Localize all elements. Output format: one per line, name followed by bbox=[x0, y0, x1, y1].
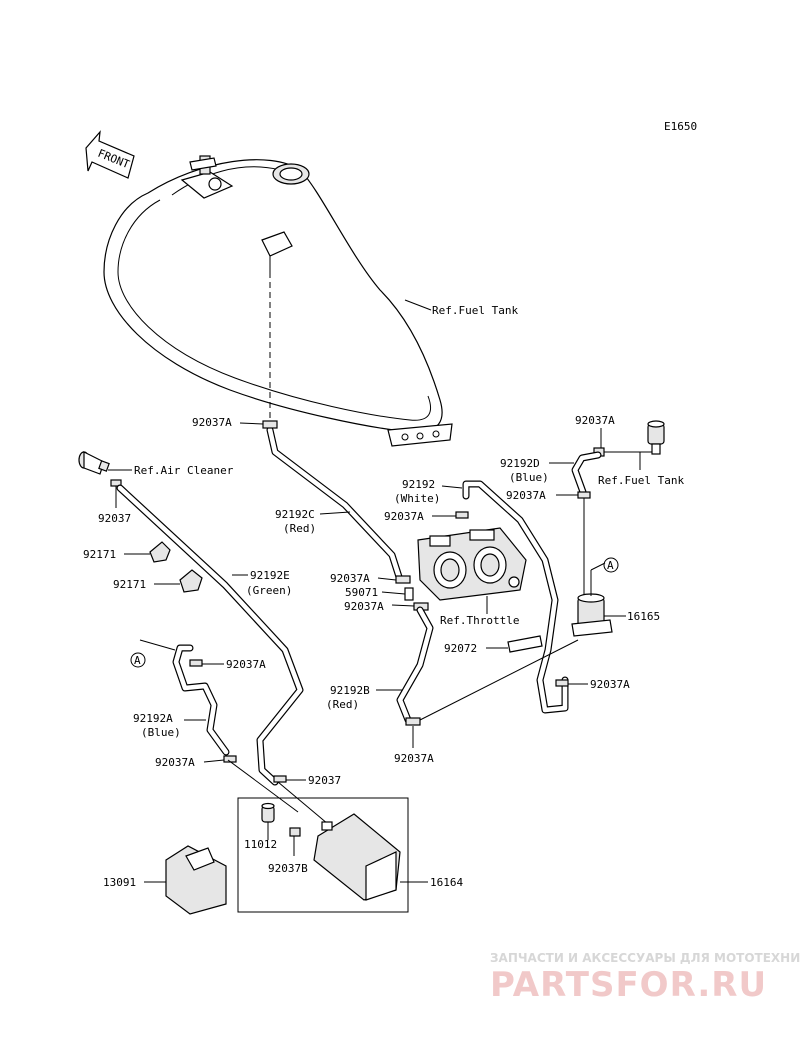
label-92192e: 92192E bbox=[250, 569, 290, 582]
label-92192d-color: (Blue) bbox=[509, 471, 549, 484]
canister-16164 bbox=[313, 813, 401, 901]
throttle-body bbox=[417, 527, 527, 601]
clamp-icon bbox=[395, 575, 411, 584]
label-92037a-1: 92037A bbox=[192, 416, 232, 429]
label-92037a-top: 92037A bbox=[575, 414, 615, 427]
bracket-13091 bbox=[165, 845, 227, 915]
label-92037a-4: 92037A bbox=[344, 600, 384, 613]
separator-16165 bbox=[571, 593, 613, 637]
ref-fuel-tank-label: Ref.Fuel Tank bbox=[432, 304, 518, 317]
clamp-icon bbox=[289, 827, 301, 837]
label-92192e-color: (Green) bbox=[246, 584, 292, 597]
hose-92192a bbox=[172, 644, 230, 756]
label-92037a-6: 92037A bbox=[590, 678, 630, 691]
label-92037a-3: 92037A bbox=[330, 572, 370, 585]
svg-text:A: A bbox=[134, 654, 141, 667]
label-92192a-color: (Blue) bbox=[141, 726, 181, 739]
ref-air-cleaner-label: Ref.Air Cleaner bbox=[134, 464, 234, 477]
label-92192c-color: (Red) bbox=[283, 522, 316, 535]
label-59071: 59071 bbox=[345, 586, 378, 599]
clamp-icon bbox=[262, 420, 278, 429]
ref-fuel-tank-label-2: Ref.Fuel Tank bbox=[598, 474, 684, 487]
cap-11012 bbox=[261, 802, 275, 823]
band-92072 bbox=[507, 635, 543, 653]
label-92037b: 92037B bbox=[268, 862, 308, 875]
hose-92192b bbox=[396, 606, 434, 724]
label-92192b-color: (Red) bbox=[326, 698, 359, 711]
label-92037a-9: 92037A bbox=[155, 756, 195, 769]
ref-throttle-label: Ref.Throttle bbox=[440, 614, 519, 627]
clamp-icon bbox=[555, 679, 569, 687]
air-cleaner-fitting bbox=[78, 451, 110, 475]
label-16164: 16164 bbox=[430, 876, 463, 889]
hose-92192e bbox=[116, 484, 304, 786]
fuel-tank bbox=[103, 155, 453, 447]
label-92192d: 92192D bbox=[500, 457, 540, 470]
watermark-logo: PARTSFOR.RU bbox=[490, 965, 767, 1005]
front-arrow-icon: FRONT bbox=[85, 130, 135, 179]
hose-92192d bbox=[571, 451, 602, 496]
marker-a-left bbox=[130, 652, 146, 668]
canister-assembly-frame bbox=[237, 797, 409, 913]
label-92192a: 92192A bbox=[133, 712, 173, 725]
diagram-code: E1650 bbox=[664, 120, 697, 133]
clip-92171-b bbox=[179, 569, 203, 593]
clamp-icon bbox=[455, 511, 469, 519]
watermark-tagline: ЗАПЧАСТИ И АКСЕССУАРЫ ДЛЯ МОТОТЕХНИКИ bbox=[490, 951, 800, 965]
clip-92171-a bbox=[149, 541, 171, 563]
label-92171-1: 92171 bbox=[83, 548, 116, 561]
svg-text:A: A bbox=[607, 559, 614, 572]
label-13091: 13091 bbox=[103, 876, 136, 889]
hose-92192-white bbox=[462, 480, 569, 714]
hose-92192c bbox=[266, 426, 404, 584]
marker-a-right bbox=[603, 557, 619, 573]
label-92192: 92192 bbox=[402, 478, 435, 491]
clamp-icon bbox=[405, 717, 421, 726]
label-92192b: 92192B bbox=[330, 684, 370, 697]
clamp-icon bbox=[577, 491, 591, 499]
label-92072: 92072 bbox=[444, 642, 477, 655]
label-92192-color: (White) bbox=[394, 492, 440, 505]
vent-fitting-top bbox=[647, 420, 665, 455]
clamp-icon bbox=[273, 775, 287, 783]
label-92037a-8: 92037A bbox=[394, 752, 434, 765]
label-92037a-2: 92037A bbox=[384, 510, 424, 523]
clamp-icon bbox=[189, 659, 203, 667]
label-92037a-5: 92037A bbox=[506, 489, 546, 502]
label-92037a-7: 92037A bbox=[226, 658, 266, 671]
label-16165: 16165 bbox=[627, 610, 660, 623]
label-92171-2: 92171 bbox=[113, 578, 146, 591]
label-92037: 92037 bbox=[98, 512, 131, 525]
leader-fuel-tank bbox=[404, 299, 432, 311]
label-92037-b: 92037 bbox=[308, 774, 341, 787]
label-11012: 11012 bbox=[244, 838, 277, 851]
label-92192c: 92192C bbox=[275, 508, 315, 521]
fitting-59071 bbox=[404, 587, 414, 601]
